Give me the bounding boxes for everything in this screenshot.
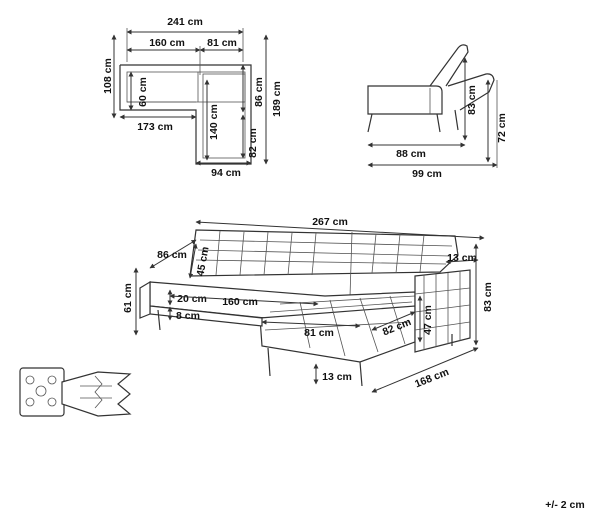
top-len-189-label: 189 cm	[271, 81, 283, 117]
side-width-99-label: 99 cm	[412, 168, 442, 180]
persp-arm-13-label: 13 cm	[447, 252, 477, 264]
persp-height-83-label: 83 cm	[482, 282, 494, 312]
persp-back-45-label: 45 cm	[195, 246, 212, 277]
top-depth-60-label: 60 cm	[137, 77, 149, 107]
side-view: 88 cm 99 cm 83 cm 72 cm	[367, 44, 508, 180]
top-seat-81-label: 81 cm	[207, 37, 237, 49]
top-seat-160-label: 160 cm	[149, 37, 185, 49]
side-height-72-label: 72 cm	[496, 113, 508, 143]
persp-depth-168-label: 168 cm	[413, 366, 451, 390]
top-depth-173-label: 173 cm	[137, 121, 173, 133]
persp-leg-8-label: 8 cm	[176, 310, 200, 322]
top-len-140-label: 140 cm	[208, 104, 220, 140]
top-view: 241 cm 160 cm 81 cm 108 cm 60 cm 173 cm …	[102, 16, 283, 179]
persp-leg-13-label: 13 cm	[322, 371, 352, 383]
connector-bracket-illustration	[19, 367, 132, 417]
side-height-83-label: 83 cm	[466, 85, 478, 115]
persp-back-86-label: 86 cm	[157, 249, 187, 261]
top-depth-108-label: 108 cm	[102, 58, 114, 94]
persp-seat-160-label: 160 cm	[222, 296, 258, 308]
persp-seat-20-label: 20 cm	[177, 293, 207, 305]
side-view-sofa-outline	[367, 44, 495, 133]
persp-height-61-label: 61 cm	[122, 283, 134, 313]
top-width-94-label: 94 cm	[211, 167, 241, 179]
top-width-total-label: 241 cm	[167, 16, 203, 28]
persp-length-267-label: 267 cm	[312, 216, 348, 228]
tolerance-note: +/- 2 cm	[545, 499, 584, 511]
top-len-86-label: 86 cm	[253, 77, 265, 107]
persp-arm-47-label: 47 cm	[422, 305, 434, 335]
persp-chaise-81-label: 81 cm	[304, 327, 334, 339]
side-width-88-label: 88 cm	[396, 148, 426, 160]
perspective-view: 267 cm 86 cm 45 cm 13 cm 61 cm 20 cm 160…	[122, 216, 494, 393]
top-len-82-label: 82 cm	[247, 128, 259, 158]
